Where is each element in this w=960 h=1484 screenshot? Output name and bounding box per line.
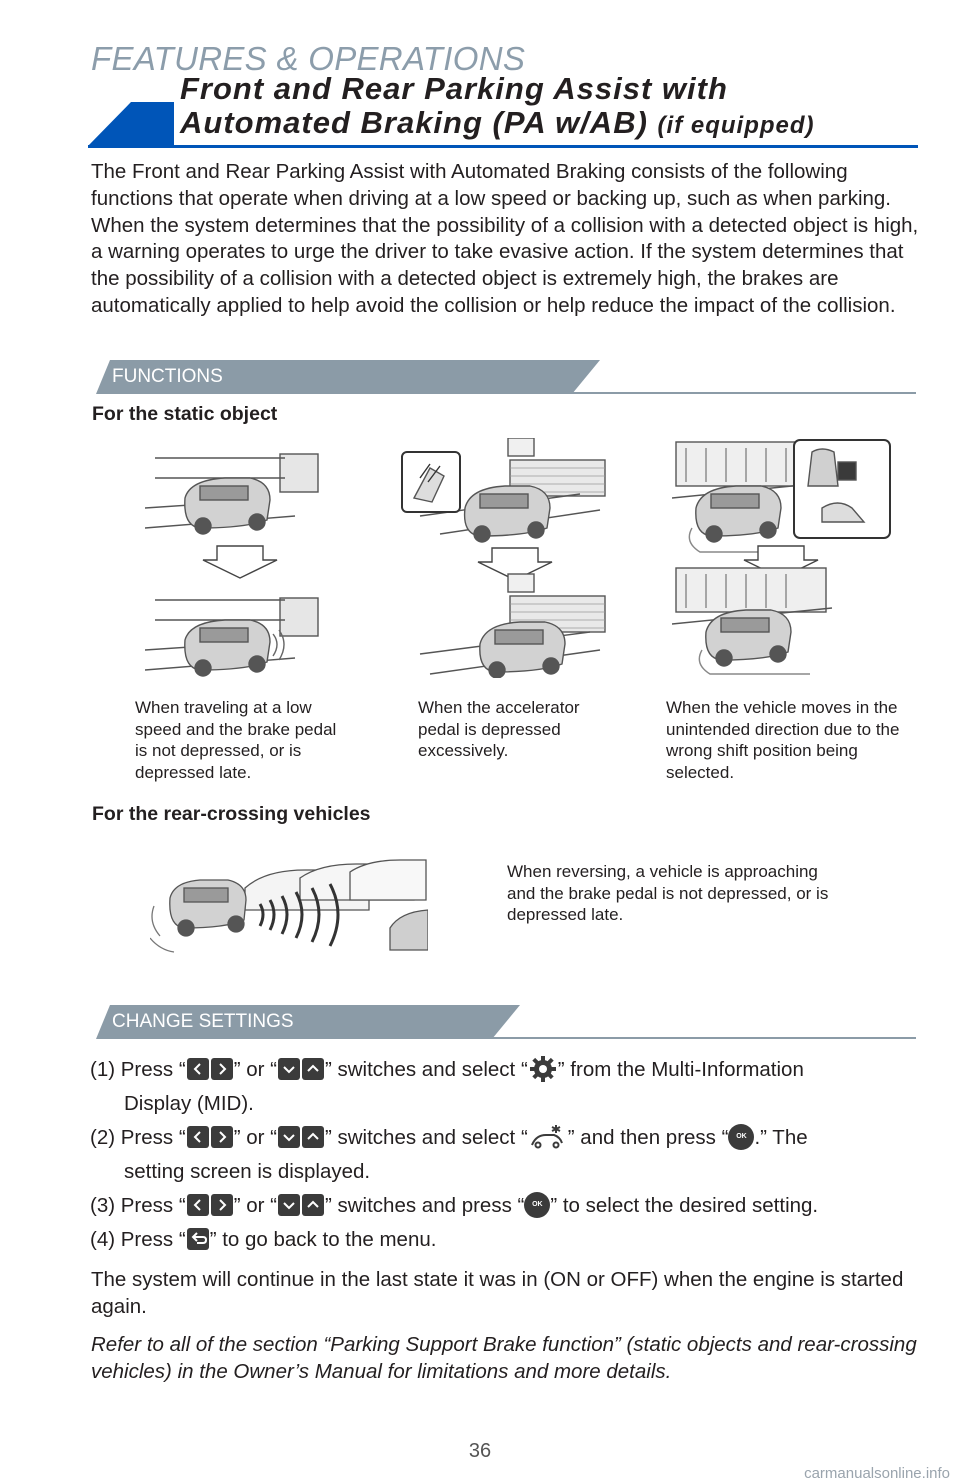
parking-assist-icon <box>530 1124 563 1149</box>
page-number: 36 <box>468 1440 492 1462</box>
left-arrow-button-icon <box>186 1193 209 1216</box>
settings-steps: (1) Press “ ” or “ ” switches and select “… <box>90 1055 930 1259</box>
section-label: FEATURES & OPERATIONS <box>91 40 526 77</box>
title-line-2-text: Automated Braking (PA w/AB) <box>180 105 648 140</box>
down-arrow-button-icon <box>277 1125 300 1148</box>
step-1: (1) Press “ ” or “ ” switches and select “… <box>90 1055 930 1089</box>
rear-crossing-heading: For the rear-crossing vehicles <box>92 803 371 825</box>
static-object-heading: For the static object <box>92 403 278 425</box>
change-settings-rule <box>480 1037 916 1039</box>
right-arrow-button-icon <box>210 1057 233 1080</box>
down-arrow-button-icon <box>277 1193 300 1216</box>
watermark: carmanualsonline.info <box>804 1465 950 1482</box>
right-arrow-button-icon <box>210 1125 233 1148</box>
title-suffix: (if equipped) <box>657 112 815 139</box>
illustration-accelerator <box>400 438 610 678</box>
illustration-rear-crossing <box>150 858 428 958</box>
left-arrow-button-icon <box>186 1125 209 1148</box>
functions-rule <box>560 392 916 394</box>
step-3: (3) Press “ ” or “ ” switches and press “O… <box>90 1191 930 1225</box>
step-4-text-a: (4) Press “ <box>90 1228 186 1251</box>
step-1-text-d: ” from the Multi-Information <box>557 1058 804 1081</box>
step-3-text-a: (3) Press “ <box>90 1194 186 1217</box>
change-settings-bar <box>96 1005 520 1039</box>
step-2-text-a: (2) Press “ <box>90 1126 186 1149</box>
step-2-text-b: ” or “ <box>233 1126 277 1149</box>
change-settings-bar-label: CHANGE SETTINGS <box>112 1011 294 1032</box>
caption-wrong-shift: When the vehicle moves in the unintended… <box>666 698 900 782</box>
gear-d-label: D <box>860 464 871 481</box>
step-2-text-d: ” and then press “ <box>567 1126 729 1149</box>
step-1-text-a: (1) Press “ <box>90 1058 186 1081</box>
right-arrow-button-icon <box>210 1193 233 1216</box>
gear-icon <box>529 1055 556 1082</box>
functions-bar <box>96 360 600 394</box>
caption-low-speed: When traveling at a low speed and the br… <box>135 698 337 782</box>
step-2-continued: setting screen is displayed. <box>124 1160 371 1183</box>
step-1-continued: Display (MID). <box>124 1092 254 1115</box>
up-arrow-button-icon <box>301 1193 324 1216</box>
refer-note: Refer to all of the section “Parking Sup… <box>91 1333 917 1383</box>
step-2-text-c: ” switches and select “ <box>324 1126 528 1149</box>
step-1-text-c: ” switches and select “ <box>324 1058 528 1081</box>
illustration-wrong-shift: D <box>672 438 894 678</box>
title-underline <box>88 145 918 148</box>
up-arrow-button-icon <box>301 1125 324 1148</box>
illustration-low-speed <box>145 438 335 678</box>
intro-paragraph: The Front and Rear Parking Assist with A… <box>91 160 919 317</box>
step-3-text-c: ” switches and press “ <box>324 1194 525 1217</box>
step-2-text-e: .” The <box>754 1126 808 1149</box>
left-arrow-button-icon <box>186 1057 209 1080</box>
ok-button-icon: OK <box>728 1123 755 1150</box>
title-line-1: Front and Rear Parking Assist with <box>180 71 728 106</box>
step-4: (4) Press “ ” to go back to the menu. <box>90 1225 930 1259</box>
caption-accelerator: When the accelerator pedal is depressed … <box>418 698 580 760</box>
title-flag <box>88 102 174 146</box>
settings-note: The system will continue in the last sta… <box>91 1268 904 1318</box>
ok-button-icon: OK <box>524 1191 551 1218</box>
back-button-icon <box>186 1227 209 1250</box>
page-title: Front and Rear Parking Assist with Autom… <box>180 72 940 143</box>
step-2: (2) Press “ ” or “ ” switches and select “… <box>90 1123 930 1157</box>
step-1-text-b: ” or “ <box>233 1058 277 1081</box>
up-arrow-button-icon <box>301 1057 324 1080</box>
title-line-2: Automated Braking (PA w/AB) (if equipped… <box>180 106 940 143</box>
step-3-text-b: ” or “ <box>233 1194 277 1217</box>
functions-bar-label: FUNCTIONS <box>112 366 223 387</box>
step-3-text-d: ” to select the desired setting. <box>550 1194 819 1217</box>
caption-rear-crossing: When reversing, a vehicle is approaching… <box>507 862 829 924</box>
step-4-text-b: ” to go back to the menu. <box>209 1228 437 1251</box>
down-arrow-button-icon <box>277 1057 300 1080</box>
